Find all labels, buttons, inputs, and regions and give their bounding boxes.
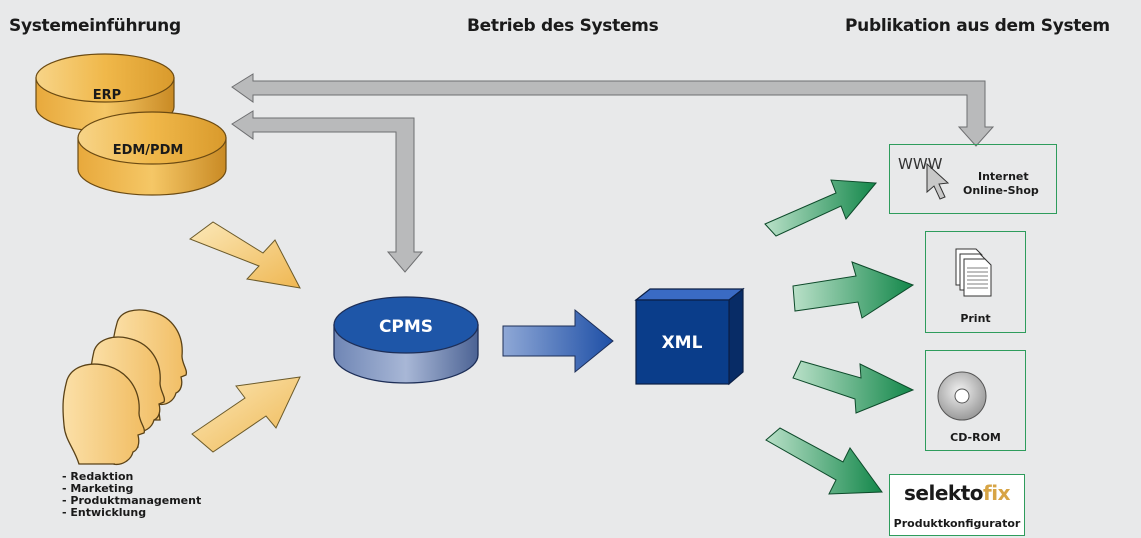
- erp-label: ERP: [93, 88, 121, 103]
- selektofix-logo: selektofix: [890, 481, 1024, 505]
- logo-part-1: selekto: [904, 481, 984, 505]
- cpms-label: CPMS: [379, 317, 433, 337]
- input-arrows: [188, 221, 301, 453]
- output-print-box: Print: [925, 231, 1026, 333]
- cpms-database: CPMS: [333, 296, 479, 384]
- gray-feedback-arrows: [231, 73, 995, 273]
- arrow-xml-to-configurator: [765, 427, 883, 495]
- arrow-team-to-cpms: [191, 376, 301, 453]
- arrow-xml-to-print: [792, 261, 915, 319]
- xml-cube: XML: [634, 287, 745, 386]
- cdrom-label: CD-ROM: [950, 431, 1001, 444]
- internet-label: Internet: [978, 170, 1029, 183]
- edm-label: EDM/PDM: [113, 143, 184, 158]
- arrow-xml-to-internet: [764, 179, 878, 237]
- cd-icon: [937, 371, 987, 421]
- output-cdrom-box: CD-ROM: [925, 350, 1026, 451]
- header-publikation: Publikation aus dem System: [845, 16, 1110, 36]
- document-stack-icon: [955, 248, 992, 297]
- output-internet-box: WWW Internet Online-Shop: [889, 144, 1057, 214]
- online-shop-label: Online-Shop: [963, 184, 1039, 197]
- arrow-xml-to-cdrom: [792, 360, 915, 414]
- arrow-cpms-to-xml: [502, 308, 614, 374]
- publish-arrows: [764, 179, 915, 495]
- role-item: Entwicklung: [62, 507, 201, 519]
- team-heads-icon: [62, 309, 188, 466]
- gray-arrow-edm-cpms: [231, 110, 424, 273]
- xml-label: XML: [662, 333, 703, 353]
- configurator-label: Produktkonfigurator: [893, 517, 1021, 530]
- output-configurator-box: selektofix Produktkonfigurator: [889, 474, 1025, 536]
- www-icon: WWW: [898, 155, 943, 173]
- cursor-icon: [926, 162, 950, 200]
- edm-pdm-database: EDM/PDM: [77, 111, 227, 196]
- role-item: Redaktion: [62, 471, 201, 483]
- role-item: Marketing: [62, 483, 201, 495]
- logo-part-2: fix: [983, 481, 1010, 505]
- team-roles-list: Redaktion Marketing Produktmanagement En…: [62, 471, 201, 519]
- gray-arrow-erp-internet: [231, 73, 995, 147]
- arrow-sources-to-cpms: [188, 221, 301, 289]
- header-systemeinfuehrung: Systemeinführung: [9, 16, 181, 36]
- header-betrieb: Betrieb des Systems: [467, 16, 659, 36]
- role-item: Produktmanagement: [62, 495, 201, 507]
- print-label: Print: [960, 312, 991, 325]
